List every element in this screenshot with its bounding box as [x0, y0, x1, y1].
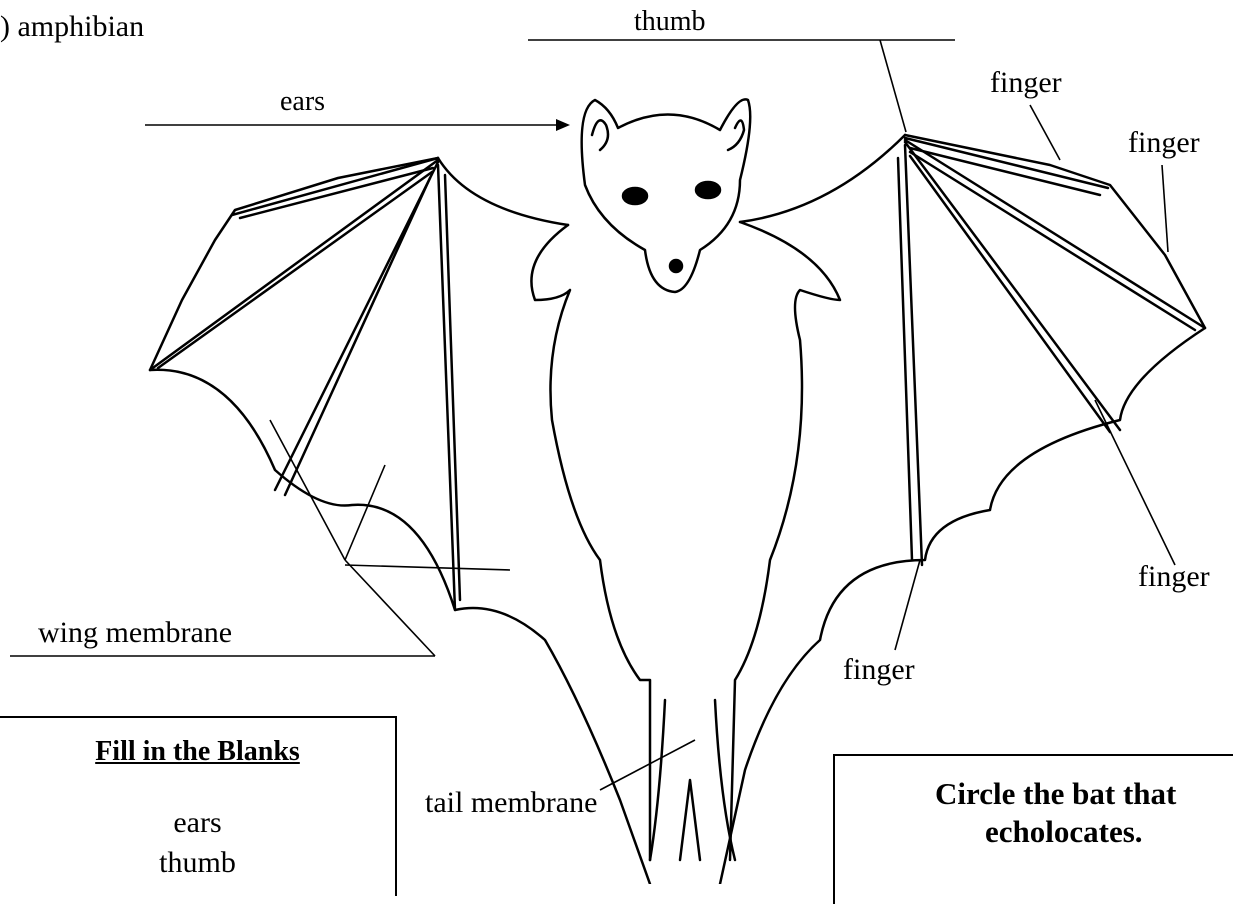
left-ear-inner — [592, 120, 608, 150]
finger2-pointer — [1162, 165, 1168, 252]
ears-arrowhead — [556, 119, 570, 131]
question-line-2: echolocates. — [985, 814, 1233, 850]
label-finger-1: finger — [990, 68, 1062, 98]
wm-branch-1 — [270, 420, 345, 560]
membrane-left-top — [438, 158, 568, 225]
bat-legs — [650, 700, 735, 860]
label-finger-2: finger — [1128, 128, 1200, 158]
finger1-pointer — [1030, 105, 1060, 160]
left-eye — [623, 188, 647, 204]
header-fragment: ) amphibian — [0, 12, 144, 42]
fill-in-blanks-box: Fill in the Blanks ears thumb — [0, 716, 397, 896]
fill-in-blanks-title: Fill in the Blanks — [0, 736, 395, 768]
word-bank-item: ears — [0, 806, 395, 840]
right-eye — [696, 182, 720, 198]
label-tail-membrane: tail membrane — [425, 788, 597, 818]
wm-branch-2 — [345, 465, 385, 560]
thumb-pointer — [880, 40, 906, 132]
right-wing-bone-2 — [898, 148, 1195, 560]
bat-body — [531, 222, 840, 860]
membrane-right-top — [740, 135, 905, 222]
label-finger-3: finger — [1138, 562, 1210, 592]
finger4-pointer — [895, 560, 920, 650]
left-wing-bone-2 — [158, 168, 460, 600]
echolocation-question-box: Circle the bat that echolocates. — [833, 754, 1233, 904]
right-ear-inner — [728, 120, 744, 150]
label-thumb: thumb — [634, 8, 706, 36]
word-bank-item: thumb — [0, 846, 395, 880]
wm-branch-3 — [345, 565, 510, 570]
tail-membrane-pointer — [600, 740, 695, 790]
label-ears: ears — [280, 88, 325, 116]
finger3-pointer — [1095, 400, 1175, 565]
question-line-1: Circle the bat that — [935, 776, 1233, 812]
right-wing-bone-1 — [905, 138, 1205, 565]
nose — [670, 260, 682, 272]
label-finger-4: finger — [843, 655, 915, 685]
wing-membrane-pointer — [345, 560, 435, 656]
label-wing-membrane: wing membrane — [38, 618, 232, 648]
